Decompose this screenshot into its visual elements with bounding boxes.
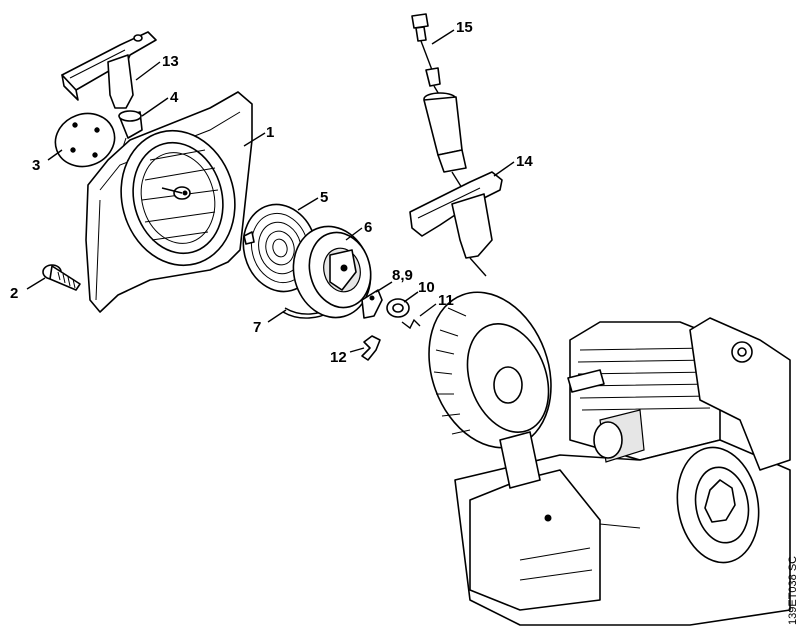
washer-part-10	[386, 298, 410, 318]
handle-assembly-part-14	[409, 92, 503, 277]
callout-2: 2	[10, 285, 18, 302]
callout-11: 11	[438, 292, 454, 309]
drawing-code: 139ET038 SC	[787, 556, 799, 625]
callout-14: 14	[516, 153, 533, 170]
callout-3: 3	[32, 157, 40, 174]
callout-5: 5	[320, 189, 328, 206]
callout-4: 4	[170, 89, 179, 106]
leader-lines	[26, 29, 515, 353]
callout-labels: 1 2 3 4 5 6 7 8,9 10 11 12 13 14 15	[10, 19, 533, 366]
callout-13: 13	[162, 53, 179, 70]
engine-assembly	[428, 291, 791, 626]
callout-7: 7	[253, 319, 261, 336]
fan-housing-part-1	[85, 91, 253, 313]
cable-tool-part-15	[411, 13, 441, 97]
callout-12: 12	[330, 349, 347, 366]
starter-grip-part-13	[61, 31, 157, 109]
rope-guide-part-4	[118, 110, 143, 151]
callout-8-9: 8,9	[392, 267, 413, 284]
callout-15: 15	[456, 19, 473, 36]
pawl-part-8-9	[361, 289, 383, 319]
rope-rotor-part-6	[292, 225, 372, 319]
callout-10: 10	[418, 279, 435, 296]
spring-clip-part-11	[401, 318, 421, 330]
washer-disc-part-3	[54, 112, 116, 168]
screw-part-2	[42, 264, 81, 291]
callout-6: 6	[364, 219, 372, 236]
spring-part-12	[361, 335, 381, 361]
callout-1: 1	[266, 124, 274, 141]
